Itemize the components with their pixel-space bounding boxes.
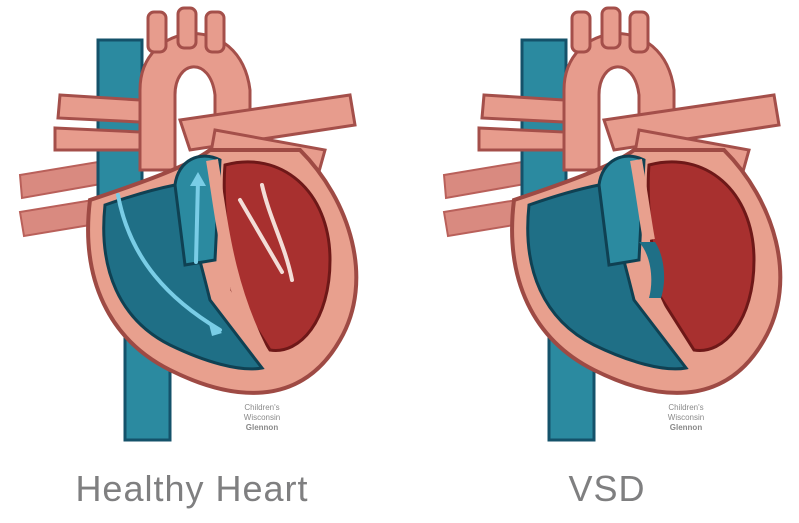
svg-text:Glennon: Glennon bbox=[670, 423, 703, 432]
healthy-heart-illustration: Children's Wisconsin Glennon bbox=[0, 0, 400, 460]
healthy-heart-caption: Healthy Heart bbox=[0, 468, 392, 510]
vsd-heart-panel: Children's Wisconsin Glennon VSD bbox=[399, 0, 799, 523]
watermark: Children's Wisconsin Glennon bbox=[668, 403, 704, 432]
svg-text:Children's: Children's bbox=[668, 403, 703, 412]
vsd-caption: VSD bbox=[407, 468, 799, 510]
svg-text:Wisconsin: Wisconsin bbox=[244, 413, 280, 422]
svg-text:Children's: Children's bbox=[244, 403, 279, 412]
watermark: Children's Wisconsin Glennon bbox=[244, 403, 280, 432]
vsd-heart-illustration: Children's Wisconsin Glennon bbox=[399, 0, 799, 460]
svg-text:Glennon: Glennon bbox=[246, 423, 279, 432]
svg-text:Wisconsin: Wisconsin bbox=[668, 413, 704, 422]
healthy-heart-panel: Children's Wisconsin Glennon Healthy Hea… bbox=[0, 0, 400, 523]
